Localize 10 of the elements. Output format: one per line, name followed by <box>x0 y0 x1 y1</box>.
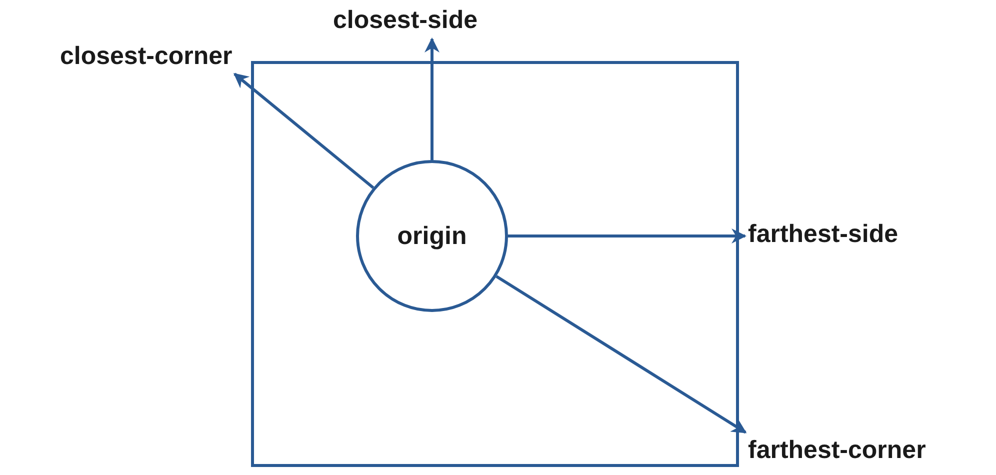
circle-label: origin <box>397 221 467 252</box>
corner-label: closest-corner <box>60 40 232 72</box>
arrow <box>424 38 440 160</box>
square-frame <box>251 61 739 467</box>
side-label: farthest-side <box>748 218 898 250</box>
side-label: closest-side <box>333 4 478 36</box>
arrow <box>508 228 746 244</box>
arrow <box>233 72 374 189</box>
arrow <box>496 275 747 434</box>
corner-label: farthest-corner <box>748 434 926 466</box>
